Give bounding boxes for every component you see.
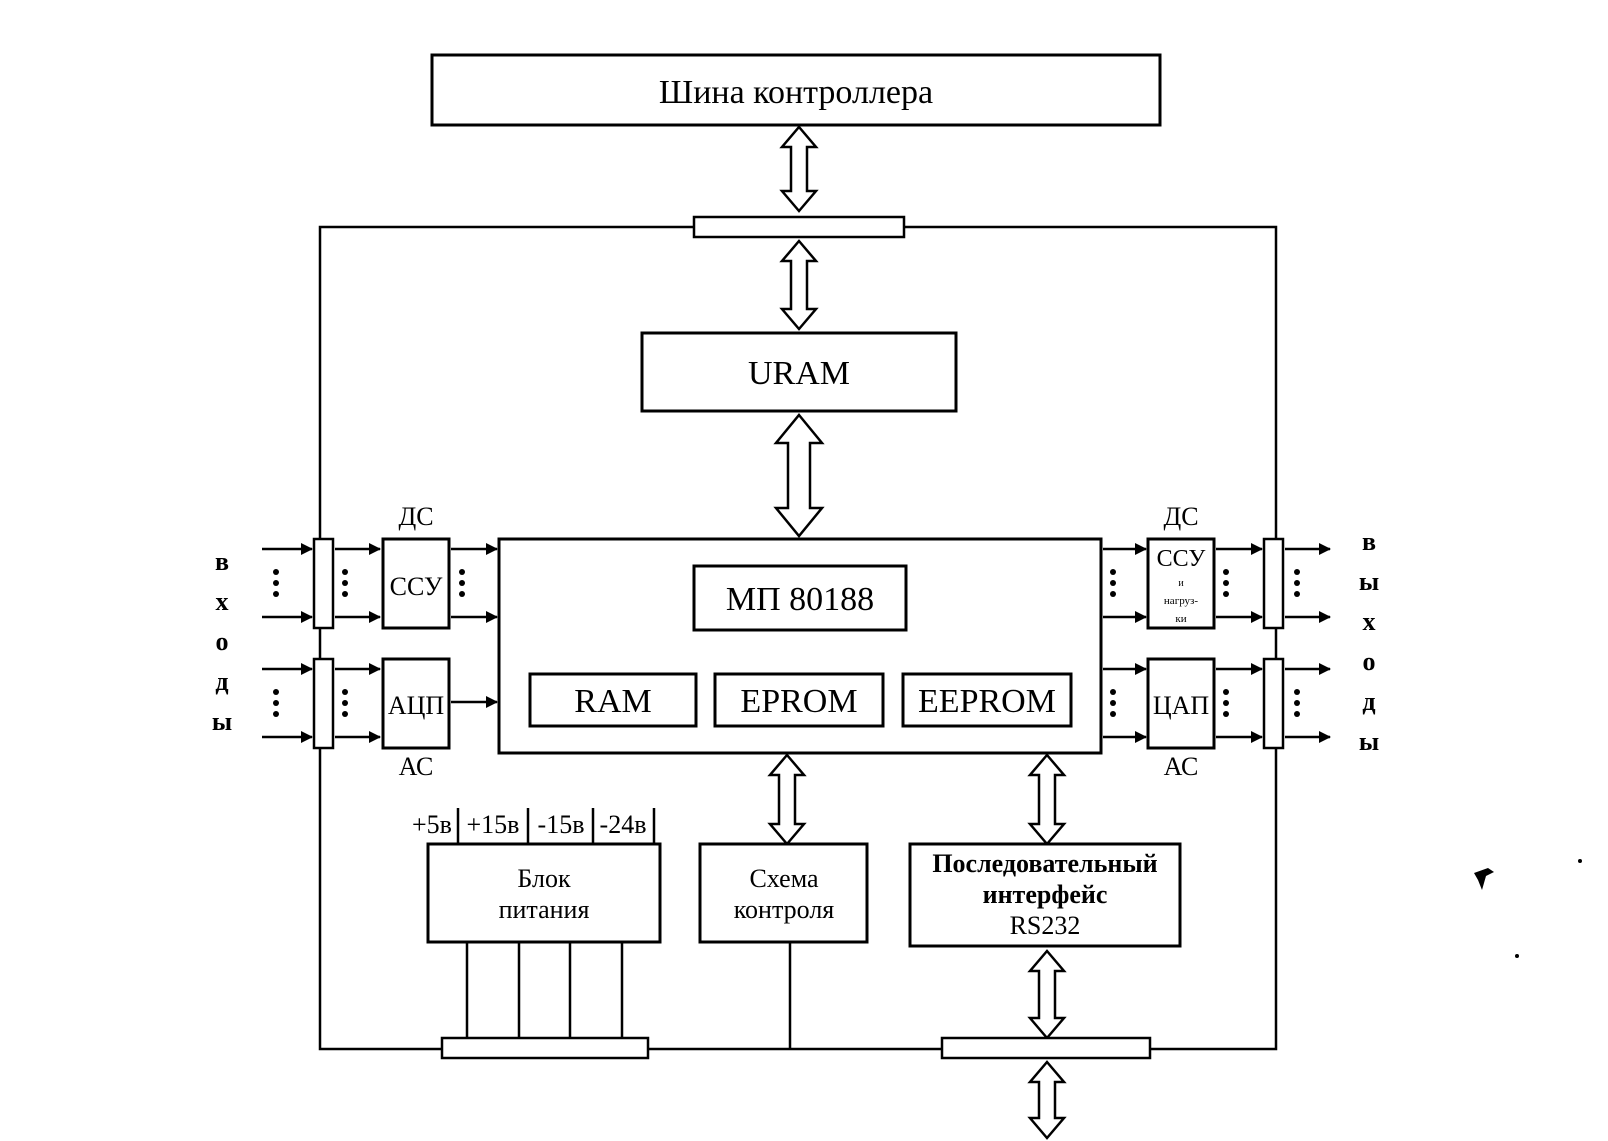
svg-text:Блок: Блок (517, 864, 571, 893)
control-circuit-block: Схема контроля (698, 842, 869, 944)
uram-block: URAM (640, 331, 958, 413)
svg-text:о: о (1363, 647, 1376, 676)
outputs-vertical-label: в ы х о д ы (1359, 527, 1379, 756)
left-connector-as (312, 657, 335, 750)
top-connector (692, 215, 906, 239)
bus-arrow-top (779, 125, 819, 213)
voltage-5v: +5в (412, 810, 452, 839)
svg-text:в: в (1362, 527, 1376, 556)
svg-text:интерфейс: интерфейс (983, 880, 1108, 909)
svg-text:контроля: контроля (734, 895, 835, 924)
svg-text:ССУ: ССУ (1157, 546, 1206, 572)
eprom-label: EPROM (740, 683, 857, 720)
svg-text:ЦАП: ЦАП (1153, 691, 1210, 720)
scan-specks (1474, 859, 1582, 958)
eeprom-label: EEPROM (918, 683, 1056, 720)
voltage-separators (456, 808, 656, 844)
ram-label: RAM (574, 683, 651, 720)
controller-bus-block: Шина контроллера (430, 53, 1162, 127)
ds-left-label: ДС (398, 502, 433, 531)
svg-text:в: в (215, 547, 229, 576)
voltage-minus15v: -15в (538, 810, 585, 839)
ssu-output-block: ССУ и нагруз- ки (1146, 537, 1216, 630)
svg-text:д: д (215, 667, 228, 696)
left-connector-ds (312, 537, 335, 630)
bus-arrow-control (767, 753, 807, 846)
right-connector-as (1262, 657, 1285, 750)
svg-text:Последовательный: Последовательный (932, 849, 1157, 878)
right-dots (1110, 569, 1300, 717)
svg-text:АЦП: АЦП (388, 691, 445, 720)
ds-right-label: ДС (1163, 502, 1198, 531)
bottom-connector-power (440, 1036, 650, 1060)
power-supply-block: Блок питания (426, 842, 662, 944)
as-left-label: АС (399, 752, 434, 781)
svg-text:ССУ: ССУ (390, 572, 443, 601)
left-dots (273, 569, 465, 717)
right-output-arrows (1103, 543, 1331, 743)
svg-text:нагруз-: нагруз- (1164, 595, 1198, 607)
cpu-module-block: МП 80188 RAM EPROM EEPROM (497, 537, 1103, 755)
bus-arrow-serial-bottom (1027, 949, 1067, 1040)
bus-arrow-external (1027, 1060, 1067, 1140)
cpu-label: МП 80188 (726, 581, 874, 618)
bus-arrow-serial-top (1027, 753, 1067, 846)
svg-text:ы: ы (212, 707, 232, 736)
svg-text:и: и (1178, 578, 1184, 589)
svg-text:х: х (1363, 607, 1376, 636)
dac-block: ЦАП (1146, 657, 1216, 750)
svg-text:RS232: RS232 (1010, 911, 1081, 940)
adc-block: АЦП (381, 657, 451, 750)
voltage-labels: +5в +15в -15в -24в (412, 810, 646, 839)
as-right-label: АС (1164, 752, 1199, 781)
svg-text:Схема: Схема (749, 864, 819, 893)
left-input-arrows (262, 543, 498, 743)
ssu-input-block: ССУ (381, 537, 451, 630)
voltage-minus24v: -24в (600, 810, 647, 839)
uram-label: URAM (748, 355, 850, 392)
voltage-15v: +15в (467, 810, 520, 839)
controller-bus-label: Шина контроллера (659, 74, 933, 111)
inputs-vertical-label: в х о д ы (212, 547, 232, 736)
svg-text:ки: ки (1175, 613, 1186, 625)
svg-text:ы: ы (1359, 727, 1379, 756)
bus-arrow-cpu (773, 413, 825, 538)
svg-text:о: о (216, 627, 229, 656)
svg-text:х: х (216, 587, 229, 616)
power-lines (465, 942, 624, 1038)
svg-text:д: д (1362, 687, 1375, 716)
svg-text:ы: ы (1359, 567, 1379, 596)
svg-text:питания: питания (499, 895, 590, 924)
bus-arrow-uram (779, 239, 819, 331)
serial-interface-block: Последовательный интерфейс RS232 (908, 842, 1182, 948)
bottom-connector-serial (940, 1036, 1152, 1060)
right-connector-ds (1262, 537, 1285, 630)
